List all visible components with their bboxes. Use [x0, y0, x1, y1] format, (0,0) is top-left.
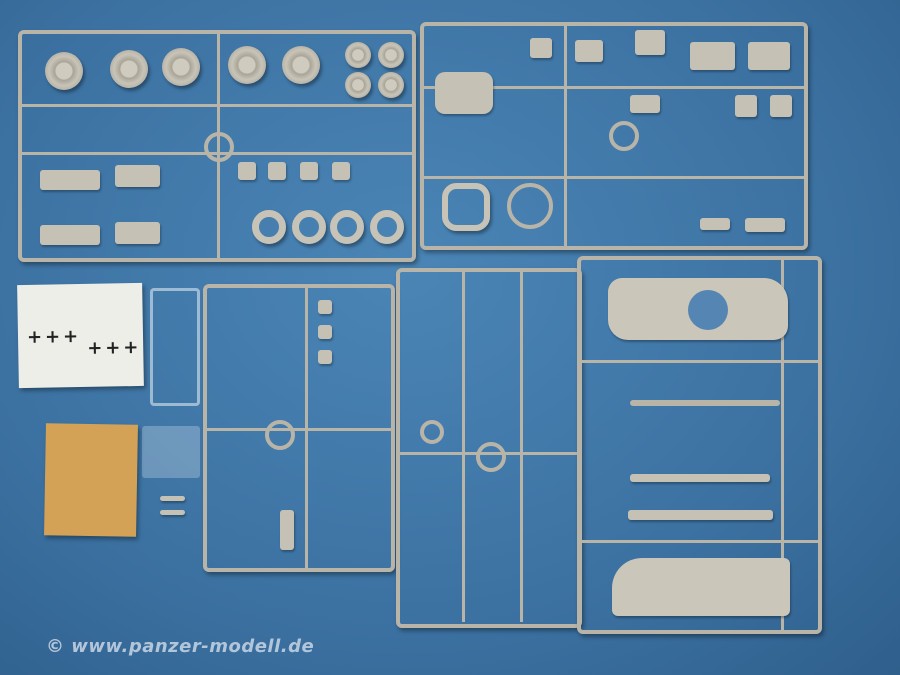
wheel [345, 42, 371, 68]
parts-bag [142, 426, 200, 478]
sprue-small-parts-left [203, 284, 395, 572]
sprue-body-parts [420, 22, 808, 250]
tire [370, 210, 404, 244]
clear-parts-sprue [150, 288, 200, 406]
tire [292, 210, 326, 244]
sprue-small-parts-center [396, 268, 582, 628]
photo-etch-sheet [44, 423, 138, 537]
wheel [378, 42, 404, 68]
wheel [228, 46, 266, 84]
watermark: © www.panzer-modell.de [46, 636, 315, 657]
tire [330, 210, 364, 244]
hull-lower [612, 558, 790, 616]
decal-sheet: + + + + + + [17, 282, 144, 389]
wheel [345, 72, 371, 98]
sprue-hull [577, 256, 822, 634]
tire [252, 210, 286, 244]
sprue-wheels [18, 30, 416, 262]
wheel [378, 72, 404, 98]
wheel [282, 46, 320, 84]
wheel [45, 52, 83, 90]
wheel [110, 50, 148, 88]
wheel [162, 48, 200, 86]
